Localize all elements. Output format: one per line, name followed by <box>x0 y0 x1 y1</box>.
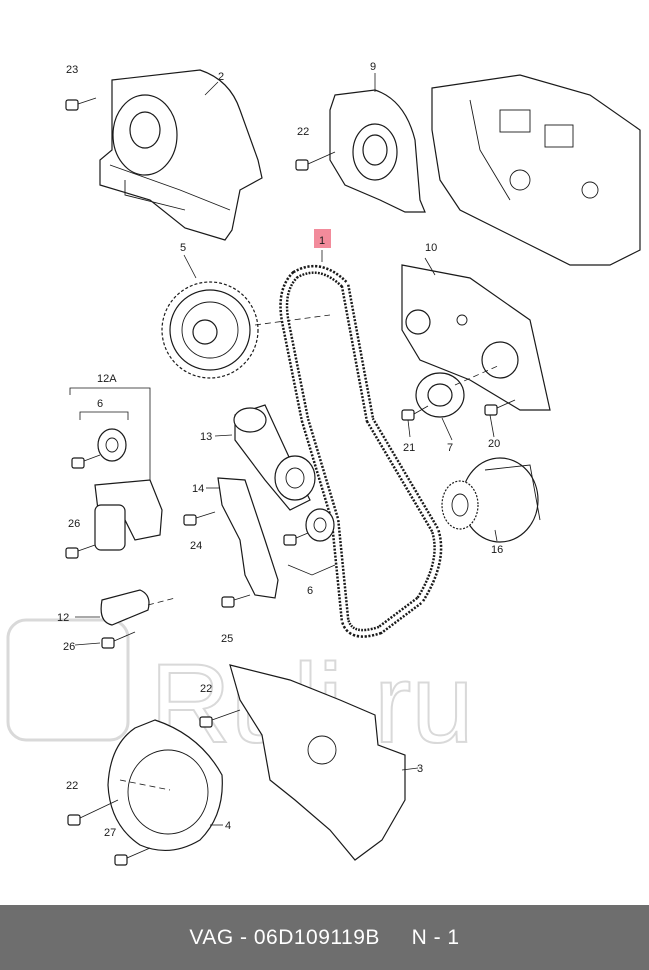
callout-10: 10 <box>425 242 437 254</box>
part-12-pin[interactable] <box>100 589 176 626</box>
part-1-timing-belt[interactable] <box>279 264 443 638</box>
callout-25: 25 <box>221 633 233 645</box>
footer-spacer <box>380 926 412 950</box>
callout-13: 13 <box>200 431 212 443</box>
callout-6-left: 6 <box>97 398 103 410</box>
bolt-20[interactable] <box>484 399 516 416</box>
callout-26-lower: 26 <box>63 641 75 653</box>
callout-7: 7 <box>447 442 453 454</box>
callout-leaders <box>74 73 498 826</box>
part-12a-tensioner-kit[interactable] <box>65 387 163 559</box>
callout-2: 2 <box>218 71 224 83</box>
callout-24: 24 <box>190 540 202 552</box>
part-10-rear-panel[interactable] <box>401 264 551 411</box>
bolt-22-upper[interactable] <box>295 151 336 171</box>
part-1-highlight <box>314 229 331 248</box>
part-6-roller-right[interactable] <box>305 508 335 542</box>
bolt-24[interactable] <box>183 511 216 526</box>
engine-block <box>431 74 641 266</box>
callout-12a: 12A <box>97 373 117 385</box>
callout-21: 21 <box>403 442 415 454</box>
part-number-text: VAG - 06D109119B <box>189 925 380 949</box>
part-13-tensioner[interactable] <box>233 404 316 511</box>
callout-12: 12 <box>57 612 69 624</box>
callout-4: 4 <box>225 820 231 832</box>
callout-1: 1 <box>319 235 325 247</box>
bolt-22-middle[interactable] <box>199 709 241 728</box>
callout-16: 16 <box>491 544 503 556</box>
part-2-upper-cover[interactable] <box>99 69 263 241</box>
callout-6-right: 6 <box>307 585 313 597</box>
callout-5: 5 <box>180 242 186 254</box>
footer-bar: VAG - 06D109119B N - 1 <box>0 905 649 970</box>
exploded-parts-diagram: Ruli.ru <box>6 61 641 866</box>
callout-20: 20 <box>488 438 500 450</box>
part-4-shield[interactable] <box>107 719 223 852</box>
bolt-26-lower[interactable] <box>101 631 136 649</box>
part-5-camshaft-sprocket[interactable] <box>161 281 331 379</box>
callout-labels: 2 23 9 22 1 10 5 12A 6 13 21 7 20 14 26 … <box>57 61 503 839</box>
bolt-27[interactable] <box>114 847 151 866</box>
part-3-lower-cover[interactable] <box>229 664 406 861</box>
callout-27: 27 <box>104 827 116 839</box>
callout-3: 3 <box>417 763 423 775</box>
callout-26-upper: 26 <box>68 518 80 530</box>
bolt-6-right[interactable] <box>283 532 309 546</box>
bolt-21[interactable] <box>401 405 429 421</box>
callout-22-upper: 22 <box>297 126 309 138</box>
bolt-23[interactable] <box>65 97 97 111</box>
bolt-22-lower[interactable] <box>67 799 119 826</box>
bracket-6-right <box>287 564 336 576</box>
part-16-water-pump[interactable] <box>441 457 541 543</box>
part-14-bracket[interactable] <box>217 477 279 599</box>
bolt-25[interactable] <box>221 594 251 608</box>
callout-9: 9 <box>370 61 376 73</box>
callout-22-middle: 22 <box>200 683 212 695</box>
part-9-oil-seal-flange[interactable] <box>329 89 426 213</box>
callout-14: 14 <box>192 483 204 495</box>
callout-22-lower: 22 <box>66 780 78 792</box>
page-ref-text: N - 1 <box>411 925 460 949</box>
callout-23: 23 <box>66 64 78 76</box>
